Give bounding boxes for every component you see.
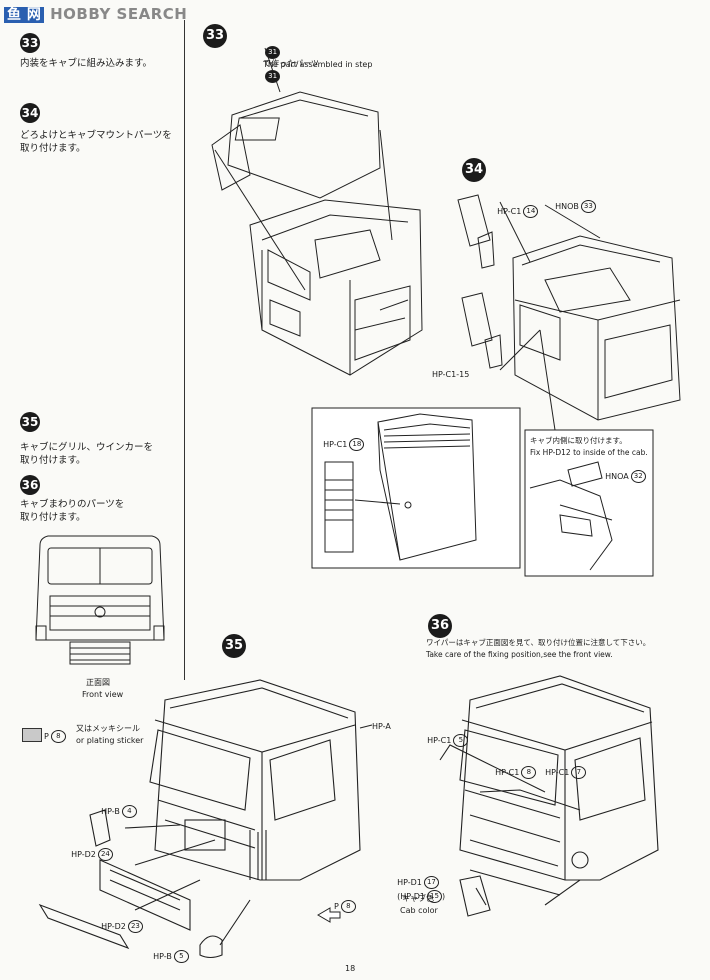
label-detail-hp-c1-18-text: HP-C1	[323, 440, 348, 449]
label-hp-d2-24-num: 24	[97, 848, 113, 861]
step-33-text: 内装をキャブに組み込みます。	[20, 58, 153, 69]
step-35-badge: 35	[20, 412, 40, 432]
step-33-note-jp: 31 で作ったパーツ	[258, 36, 319, 69]
step-36-note-en: Take care of the fixing position,see the…	[426, 650, 613, 659]
label-hp-c1-8-text: HP-C1	[495, 768, 520, 777]
label-hp-c1-5-text: HP-C1	[427, 736, 452, 745]
label-hnob-text: HNOB	[555, 202, 579, 211]
step-33-note-en: The part assembled in step 31	[258, 50, 372, 83]
step-33-badge: 33	[20, 33, 40, 53]
label-hp-b5-num: 5	[173, 950, 189, 963]
front-view-jp: 正面図	[86, 678, 110, 687]
label-hp-d2-23-text: HP-D2	[101, 922, 126, 931]
label-hp-d2-24-text: HP-D2	[71, 850, 96, 859]
label-detail-hp-c1-18-num: 18	[349, 438, 365, 451]
step-33-note-step: 31	[265, 70, 281, 83]
watermark-en: HOBBY SEARCH	[50, 5, 188, 23]
step-33-note-jp-text: で作ったパーツ	[263, 59, 319, 68]
label-hnoa-num: 32	[630, 470, 646, 483]
label-hp-a: HP-A	[372, 722, 391, 731]
column-divider	[184, 20, 185, 680]
step-35-text: キャブにグリル、ウインカーを 取り付けます。	[20, 442, 154, 466]
plating-jp: 又はメッキシール	[76, 724, 140, 733]
label-hp-c1-5-num: 5	[453, 734, 469, 747]
label-hnoa-text: HNOA	[605, 472, 629, 481]
watermark-cn: 鱼 网	[4, 7, 45, 23]
label-cab-color-en: Cab color	[400, 906, 438, 915]
label-hp-c1-7-text: HP-C1	[545, 768, 570, 777]
label-hp-c1-7-num: 7	[571, 766, 587, 779]
step-36-text: キャブまわりのパーツを 取り付けます。	[20, 499, 125, 523]
label-hp-c1-14-text: HP-C1	[497, 207, 522, 216]
step-34-badge: 34	[20, 103, 40, 123]
step-33-diagram-badge: 33	[203, 24, 227, 48]
label-hp-c1-14-num: 14	[523, 205, 539, 218]
label-hp-b4-num: 4	[121, 805, 137, 818]
label-hp-d1-17-text: HP-D1	[397, 878, 422, 887]
label-hp-c1-15: HP-C1-15	[432, 370, 470, 379]
step-34-text: どろよけとキャブマウントパーツを 取り付けます。	[20, 130, 172, 154]
watermark-logo: 鱼 网 HOBBY SEARCH	[4, 4, 187, 24]
label-hnob-num: 33	[580, 200, 596, 213]
step-36-note-jp: ワイパーはキャブ正面図を見て、取り付け位置に注意して下さい。	[426, 638, 651, 647]
plating-part-num: 8	[50, 730, 66, 743]
page-number: 18	[345, 964, 356, 973]
label-hp-b4-text: HP-B	[101, 807, 120, 816]
front-view-en: Front view	[82, 690, 124, 699]
label-hp-d2-23-num: 23	[127, 920, 143, 933]
step-36-diagram-badge: 36	[428, 614, 452, 638]
plating-sticker-swatch	[22, 728, 42, 742]
step-35-diagram-badge: 35	[222, 634, 246, 658]
step-33-note-en-text: The part assembled in step	[263, 60, 373, 69]
step-36-badge: 36	[20, 475, 40, 495]
label-inside-jp: キャブ内側に取り付けます。	[530, 436, 627, 445]
label-hp-c1-8-num: 8	[521, 766, 537, 779]
label-hp-d1-15-text: (HP-D1	[397, 892, 426, 901]
label-p8-num: 8	[340, 900, 356, 913]
label-hp-d1-17-num: 17	[423, 876, 439, 889]
plating-en: or plating sticker	[76, 736, 144, 745]
label-inside-en: Fix HP-D12 to inside of the cab.	[530, 448, 648, 457]
step-34-diagram-badge: 34	[462, 158, 486, 182]
label-hp-b5-text: HP-B	[153, 952, 172, 961]
label-cab-color-jp: キャブ色	[402, 894, 434, 903]
